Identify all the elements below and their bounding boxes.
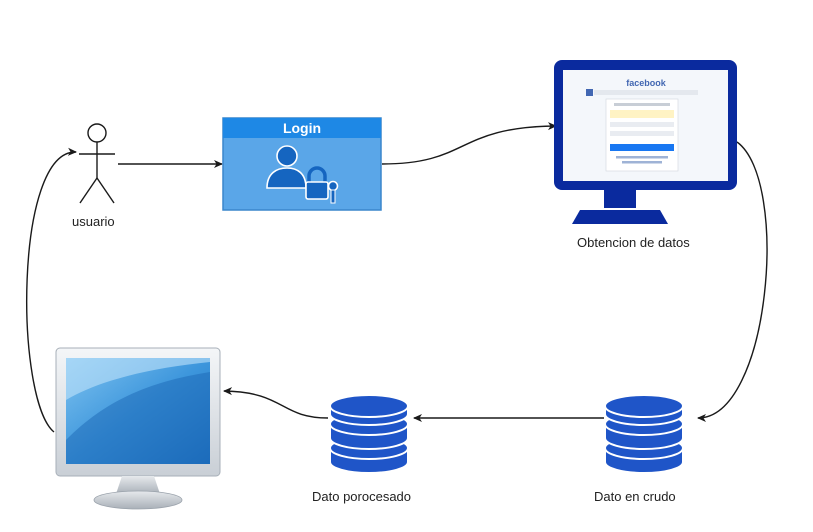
arrow-processed-to-display (223, 387, 329, 419)
arrow-display-to-user (26, 147, 77, 433)
login-box: Login (222, 117, 382, 211)
data-capture-monitor-icon: facebook (554, 60, 737, 224)
user-lock-icon (266, 145, 339, 204)
arrow-login-to-obtain (381, 122, 557, 165)
display-monitor-icon (55, 347, 221, 510)
processed-data-label: Dato porocesado (312, 489, 412, 504)
login-title: Login (283, 120, 321, 136)
user-actor-icon (79, 123, 115, 204)
obtain-data-label: Obtencion de datos (577, 235, 690, 250)
processed-data-database-icon (329, 394, 409, 474)
raw-data-label: Dato en crudo (594, 489, 676, 504)
screen-brand: facebook (626, 78, 667, 88)
arrow-obtain-to-raw (697, 141, 768, 422)
raw-data-database-icon (604, 394, 684, 474)
user-label: usuario (72, 214, 115, 229)
